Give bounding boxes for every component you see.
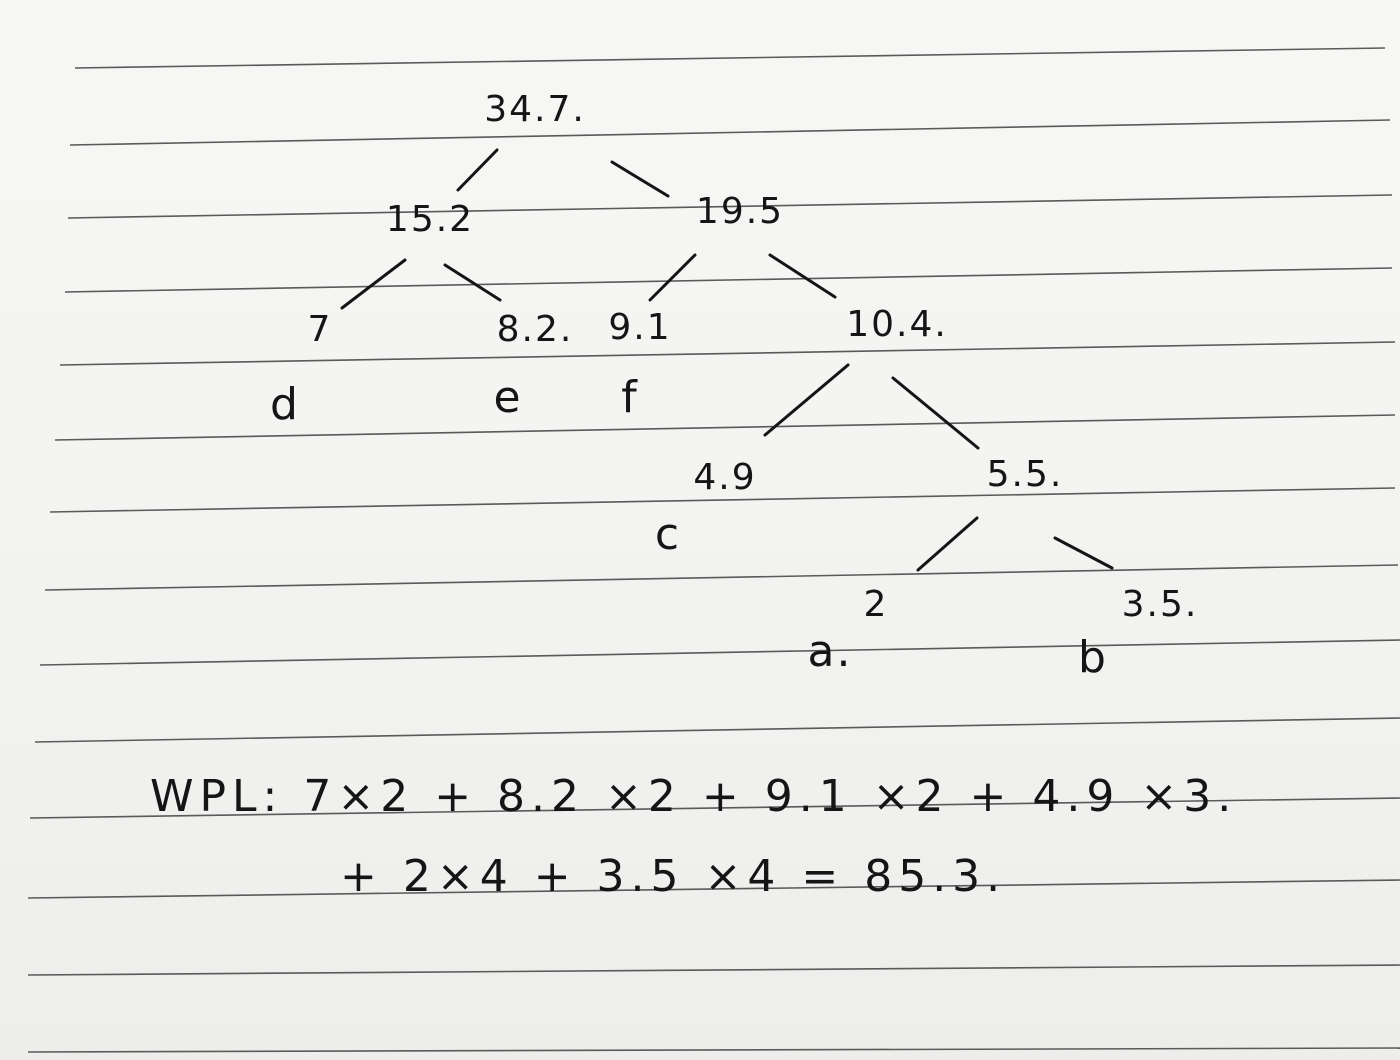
node-weight-3-5: 3.5. xyxy=(1121,584,1199,625)
node-weight-7: 7 xyxy=(307,309,333,350)
tree-edge-root-n19 xyxy=(610,160,670,198)
wpl-formula-line-1: WPL: 7×2 + 8.2 ×2 + 9.1 ×2 + 4.9 ×3. xyxy=(150,771,1238,822)
leaf-label-f: f xyxy=(621,372,639,423)
ruled-line xyxy=(27,1047,1400,1053)
tree-edge-root-n15 xyxy=(456,148,499,192)
tree-edge-n104-n55 xyxy=(891,376,980,450)
ruled-line xyxy=(67,194,1393,219)
ruled-line xyxy=(59,341,1396,366)
node-weight-4-9: 4.9 xyxy=(693,457,757,498)
ruled-line xyxy=(44,564,1399,591)
node-weight-9-1: 9.1 xyxy=(608,307,672,348)
tree-edge-n19-n91 xyxy=(648,253,697,302)
ruled-line xyxy=(29,797,1400,819)
node-weight-root: 34.7. xyxy=(484,89,586,130)
leaf-label-d: d xyxy=(270,379,300,430)
leaf-label-c: c xyxy=(654,509,682,560)
node-weight-2: 2 xyxy=(863,584,889,625)
ruled-line xyxy=(34,717,1400,743)
node-weight-19-5: 19.5 xyxy=(695,191,785,232)
ruled-line xyxy=(74,47,1386,69)
ruled-line xyxy=(64,267,1393,293)
tree-edge-n19-n104 xyxy=(768,253,837,299)
node-weight-15-2: 15.2 xyxy=(385,199,475,240)
node-weight-8-2: 8.2. xyxy=(496,309,574,350)
leaf-label-a: a. xyxy=(807,626,853,677)
tree-edge-n55-n2 xyxy=(916,516,979,572)
ruled-line xyxy=(49,487,1396,513)
ruled-line xyxy=(54,414,1396,441)
node-weight-10-4: 10.4. xyxy=(846,304,948,345)
ruled-line xyxy=(27,879,1400,899)
tree-edge-n55-n35 xyxy=(1053,536,1114,570)
wpl-formula-line-2: + 2×4 + 3.5 ×4 = 85.3. xyxy=(340,851,1007,902)
leaf-label-b: b xyxy=(1078,632,1108,683)
tree-edge-n15-n82 xyxy=(443,263,502,302)
ruled-line xyxy=(69,119,1391,146)
ruled-line xyxy=(39,639,1400,666)
node-weight-5-5: 5.5. xyxy=(986,454,1064,495)
ruled-line xyxy=(27,964,1400,976)
leaf-label-e: e xyxy=(493,372,523,423)
tree-edge-n15-n7 xyxy=(340,258,407,310)
tree-edge-n104-n49 xyxy=(763,363,850,437)
